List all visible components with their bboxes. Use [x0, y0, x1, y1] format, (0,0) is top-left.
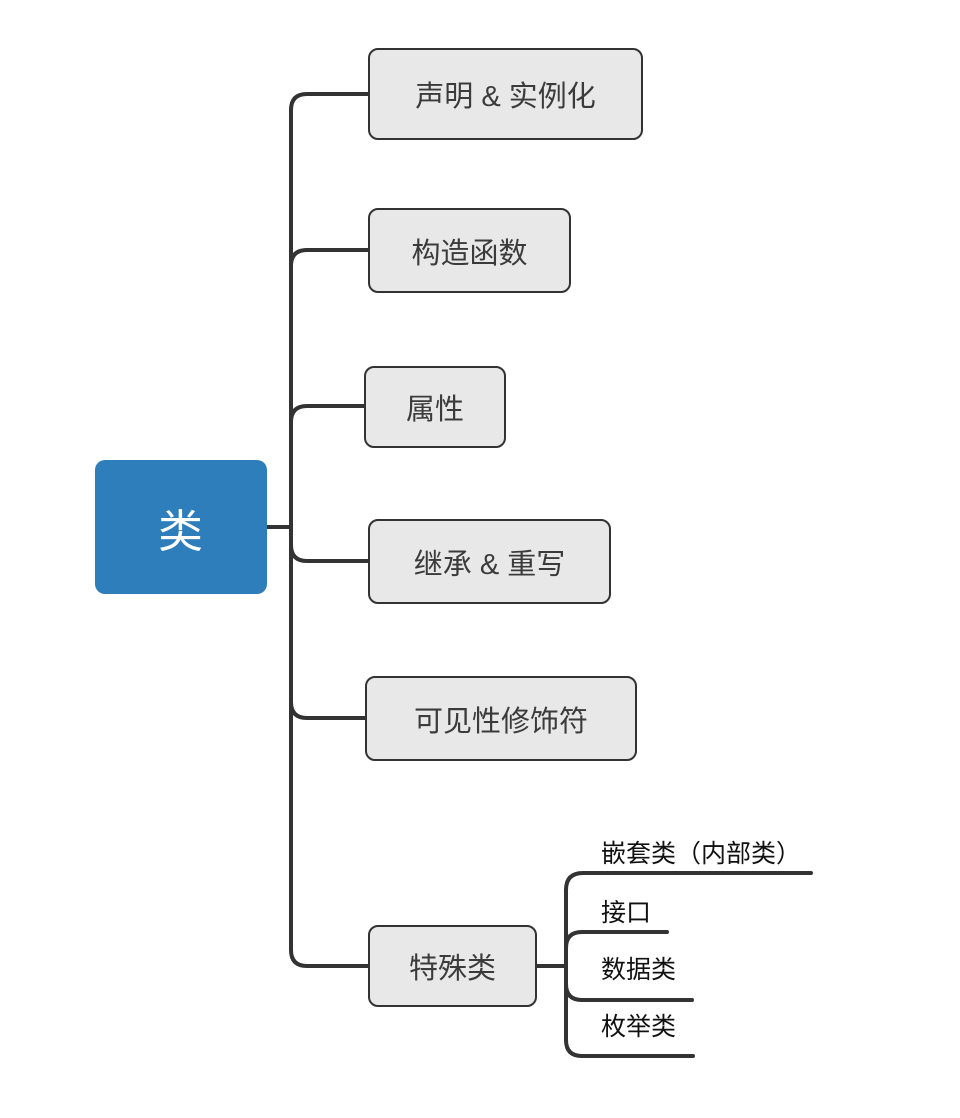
edge-branch-4 — [289, 543, 370, 563]
leaf-label-nested-class[interactable]: 嵌套类（内部类） — [601, 840, 802, 868]
root-node-label: 类 — [157, 505, 204, 557]
branch-node-label: 可见性修饰符 — [413, 705, 588, 738]
edge-branch-5 — [289, 700, 367, 720]
edge-branch-3 — [289, 404, 366, 424]
branch-node-label: 继承 & 重写 — [413, 548, 566, 581]
edge-leaf-1 — [564, 871, 813, 892]
edge-leaf-3 — [564, 982, 694, 1002]
branch-node-declaration[interactable]: 声明 & 实例化 — [368, 48, 643, 140]
branch-node-label: 声明 & 实例化 — [415, 81, 596, 113]
branch-node-label: 属性 — [405, 394, 464, 426]
edge-branch-1 — [289, 92, 370, 112]
branch-node-special-classes[interactable]: 特殊类 — [368, 925, 537, 1007]
mindmap-root-node[interactable]: 类 — [95, 460, 267, 594]
branch-node-label: 构造函数 — [411, 237, 528, 270]
edge-branch-6 — [289, 948, 370, 968]
branch-node-label: 特殊类 — [408, 953, 496, 985]
leaf-label-interface[interactable]: 接口 — [601, 899, 652, 927]
branch-node-constructor[interactable]: 构造函数 — [368, 208, 571, 293]
edge-leaf-4 — [564, 1038, 695, 1058]
edge-branch-2 — [289, 248, 370, 268]
branch-node-visibility-modifiers[interactable]: 可见性修饰符 — [365, 676, 637, 761]
branch-node-inheritance[interactable]: 继承 & 重写 — [368, 519, 611, 604]
leaf-label-enum-class[interactable]: 枚举类 — [601, 1013, 677, 1041]
leaf-label-data-class[interactable]: 数据类 — [601, 956, 677, 984]
edge-leaf-2 — [564, 930, 669, 950]
branch-node-properties[interactable]: 属性 — [364, 366, 506, 448]
